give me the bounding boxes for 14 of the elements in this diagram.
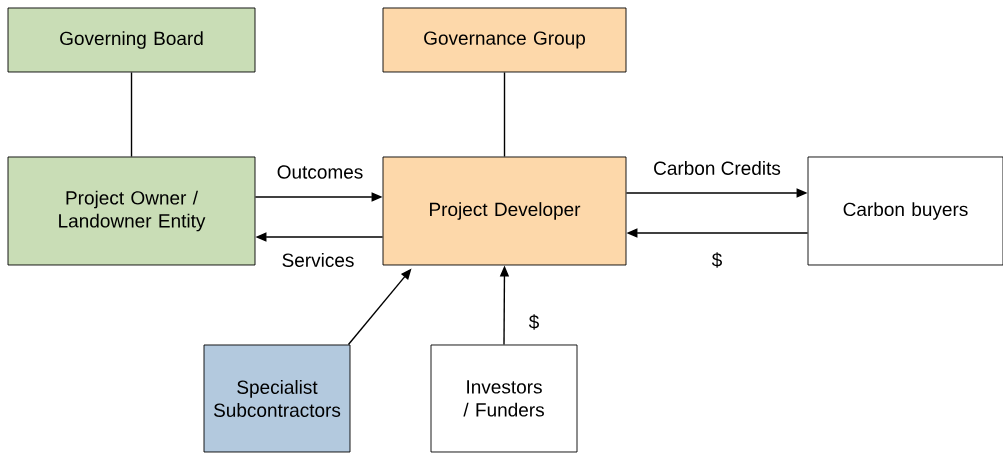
process-box: Governance Group: [382, 7, 627, 73]
process-box: Specialist Subcontractors: [203, 344, 351, 453]
edge-label: $: [527, 313, 541, 331]
process-box: Project Owner / Landowner Entity: [7, 156, 256, 266]
connector-line: [130, 71, 133, 158]
process-box: Governing Board: [7, 7, 256, 73]
edge-label: Carbon Credits: [652, 160, 782, 176]
connector-line: [503, 71, 506, 158]
process-box: Carbon buyers: [807, 156, 1003, 266]
process-box: Project Developer: [382, 156, 627, 266]
edge-label: Services: [280, 252, 356, 268]
edge-label: $: [710, 251, 724, 269]
process-box: Investors / Funders: [430, 344, 578, 453]
edge-label: Outcomes: [275, 164, 365, 180]
